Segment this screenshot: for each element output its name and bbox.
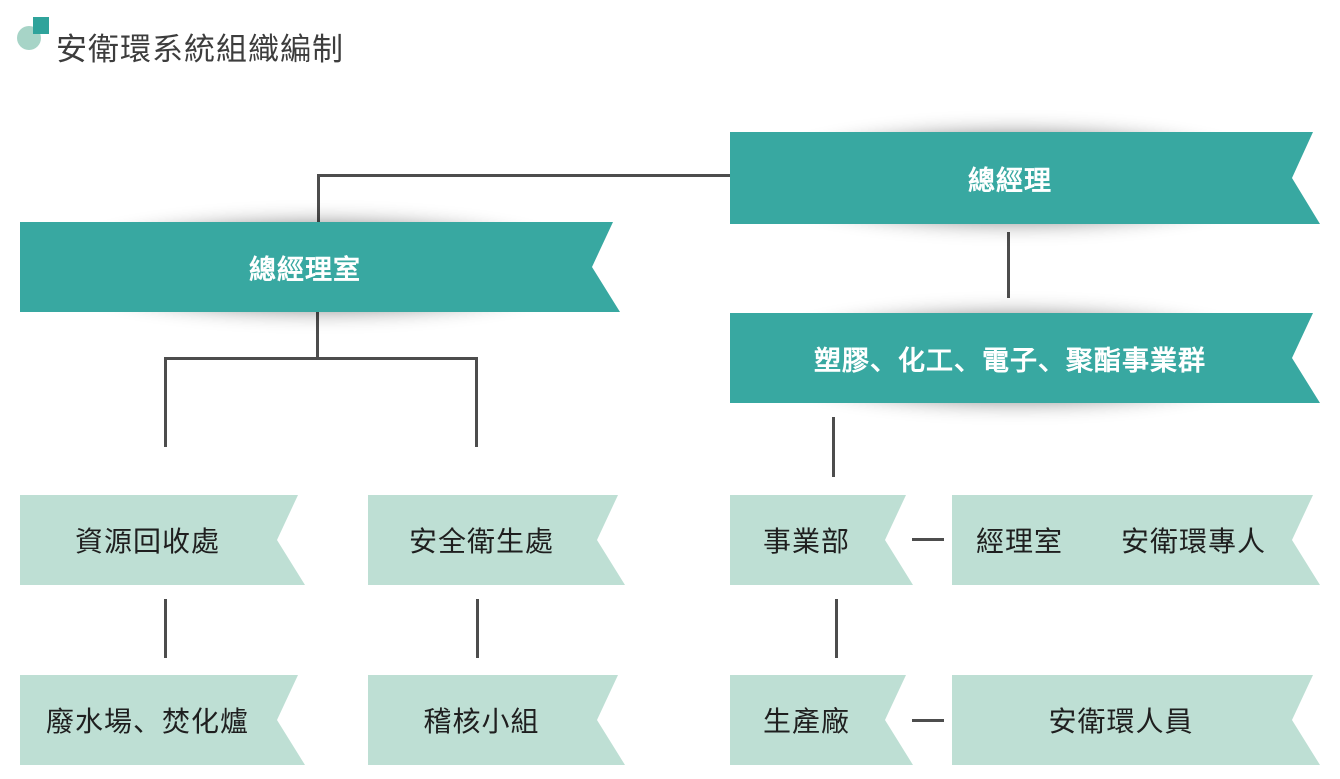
connector-division-to-plant [835,599,838,658]
node-business-groups: 塑膠、化工、電子、聚酯事業群 [730,313,1320,403]
node-manager-office-she-specialist-label: 經理室 安衛環專人 [975,526,1266,557]
connector-gm-office-branch-bar [164,357,478,360]
connector-division-to-manager-office [912,538,944,541]
connector-to-recycling-dept [164,357,167,447]
node-production-plant: 生產廠 [730,675,913,765]
connector-safety-to-audit [476,599,479,658]
node-production-plant-label: 生產廠 [762,706,850,737]
connector-plant-to-she-personnel [912,719,944,722]
node-gm-office: 總經理室 [20,222,620,312]
node-wastewater-incinerator: 廢水場、焚化爐 [20,675,305,765]
node-recycling-dept-label: 資源回收處 [74,526,220,557]
node-audit-team-label: 稽核小組 [423,706,540,737]
connector-gm-to-business-groups [1007,232,1010,298]
node-wastewater-incinerator-label: 廢水場、焚化爐 [45,706,249,737]
connector-business-groups-to-division [832,417,835,477]
connector-to-safety-health-dept [475,357,478,447]
connector-gm-to-gm-office [317,174,320,222]
node-she-personnel: 安衛環人員 [952,675,1320,765]
node-recycling-dept: 資源回收處 [20,495,305,585]
node-business-groups-label: 塑膠、化工、電子、聚酯事業群 [814,345,1206,376]
title-bullet-square-icon [33,17,49,34]
connector-gm-horizontal [317,174,732,177]
node-business-division: 事業部 [730,495,913,585]
node-general-manager: 總經理 [730,132,1320,224]
node-general-manager-label: 總經理 [968,165,1052,196]
connector-gm-office-stem [316,312,319,358]
node-manager-office-she-specialist: 經理室 安衛環專人 [952,495,1320,585]
connector-recycling-to-wastewater [164,599,167,658]
node-business-division-label: 事業部 [762,526,850,557]
page-title: 安衛環系統組織編制 [56,32,344,67]
node-she-personnel-label: 安衛環人員 [1048,706,1194,737]
node-safety-health-dept: 安全衛生處 [368,495,625,585]
node-gm-office-label: 總經理室 [249,254,361,285]
node-safety-health-dept-label: 安全衛生處 [408,526,554,557]
node-audit-team: 稽核小組 [368,675,625,765]
